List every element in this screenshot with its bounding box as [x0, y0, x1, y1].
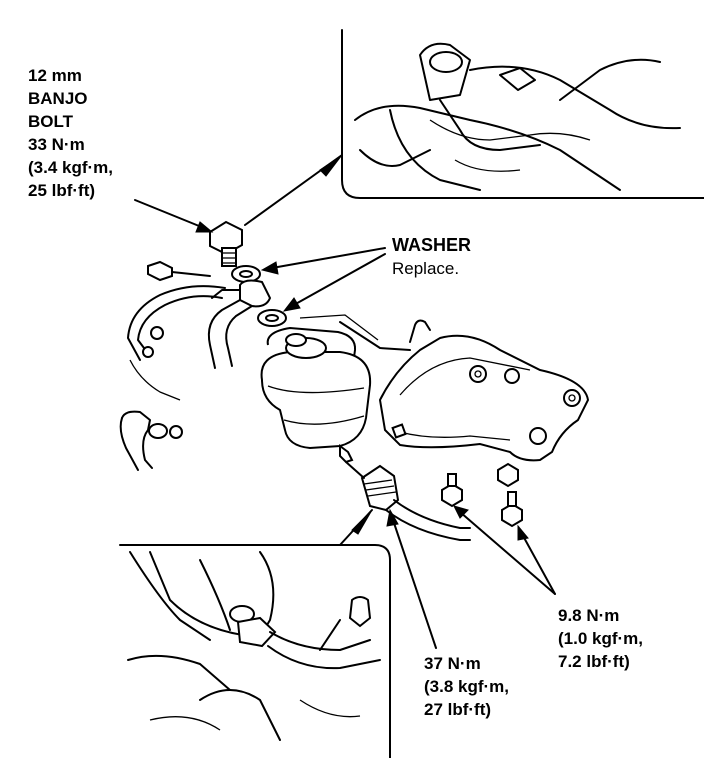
top-inset-view [341, 29, 704, 199]
washer-leaders [260, 247, 386, 312]
bracket-bolt-leaders [453, 505, 556, 595]
outlet-fitting-leader [386, 508, 437, 649]
bottom-inset-view [119, 544, 391, 758]
reservoir [260, 326, 372, 464]
banjo-bolt [209, 220, 243, 267]
mounting-bracket [299, 314, 590, 462]
washer-title: WASHER [392, 235, 472, 255]
washer-label: WASHER Replace. [392, 234, 471, 280]
return-line [127, 260, 226, 361]
bracket-bolts [441, 462, 523, 528]
hose-end [119, 359, 183, 471]
banjo-fitting [207, 279, 272, 369]
outlet-fitting-torque-label: 37 N·m (3.8 kgf·m, 27 lbf·ft) [424, 654, 510, 719]
bracket-bolt-torque-label: 9.8 N·m (1.0 kgf·m, 7.2 lbf·ft) [558, 606, 644, 671]
washer-note: Replace. [392, 259, 460, 278]
banjo-bolt-label: 12 mm BANJO BOLT 33 N·m (3.4 kgf·m, 25 l… [28, 66, 114, 200]
banjo-bolt-leader [134, 199, 214, 233]
